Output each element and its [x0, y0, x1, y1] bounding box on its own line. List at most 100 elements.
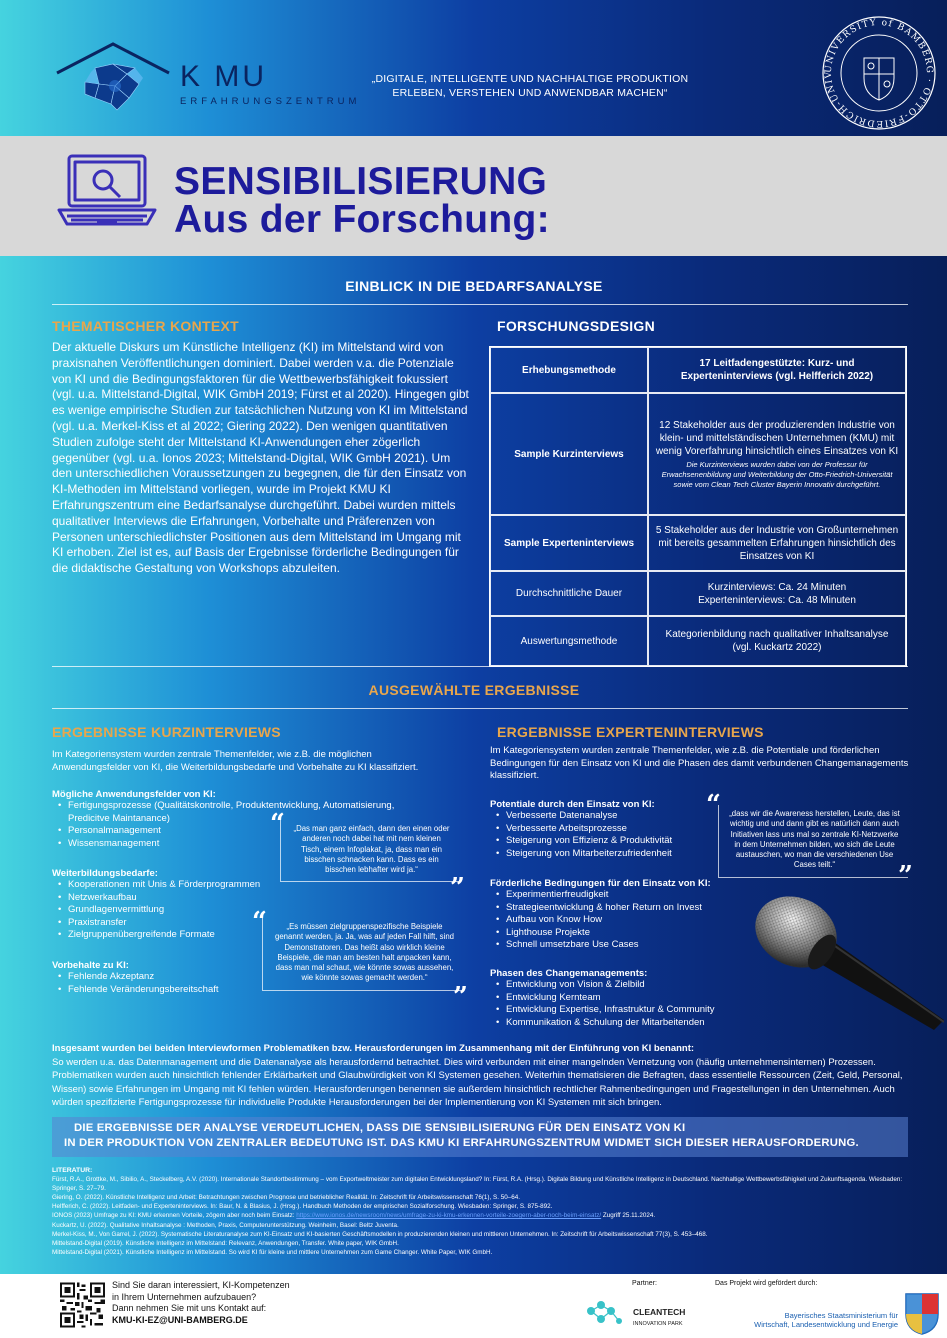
list-item: Entwicklung Expertise, Infrastruktur & C… — [490, 1004, 750, 1017]
list-item: Strategieentwicklung & hoher Return on I… — [490, 902, 750, 915]
quote-experten: „dass wir die Awareness herstellen, Leut… — [718, 805, 908, 878]
list-item: Aufbau von Know How — [490, 914, 750, 927]
list-item: Steigerung von Mitarbeiterzufriedenheit — [490, 848, 720, 861]
literatur-item: IONOS (2023) Umfrage zu KI: KMU erkennen… — [52, 1211, 908, 1220]
summary: Insgesamt wurden bei beiden Interviewfor… — [52, 1042, 908, 1110]
table-cell-value: Kurzinterviews: Ca. 24 Minuten Experteni… — [648, 571, 906, 616]
ministry-name: Bayerisches Staatsministerium für Wirtsc… — [748, 1311, 898, 1329]
list-item: Zielgruppenübergreifende Formate — [52, 929, 352, 942]
quote-close-icon: ” — [898, 861, 913, 891]
cell-note: Die Kurzinterviews wurden dabei von der … — [661, 459, 893, 489]
list-title: Potentiale durch den Einsatz von KI: — [490, 799, 655, 810]
conclusion-banner: DIE ERGEBNISSE DER ANALYSE VERDEUTLICHEN… — [52, 1117, 908, 1157]
table-cell-value: 12 Stakeholder aus der produzierenden In… — [648, 393, 906, 515]
list-title: Förderliche Bedingungen für den Einsatz … — [490, 878, 711, 889]
experteninterviews-intro: Im Kategoriensystem wurden zentrale Them… — [490, 745, 909, 781]
ionos-link[interactable]: https://www.ionos.de/newsroom/news/umfra… — [296, 1212, 602, 1220]
list-item: Kommunikation & Schulung der Mitarbeiten… — [490, 1017, 750, 1030]
cleantech-line-1: CLEANTECH — [633, 1307, 685, 1317]
list-title: Mögliche Anwendungsfelder von KI: — [52, 789, 216, 800]
table-row: Durchschnittliche Dauer Kurzinterviews: … — [490, 571, 906, 616]
banner-line-2: IN DER PRODUKTION VON ZENTRALER BEDEUTUN… — [64, 1137, 859, 1149]
contact-info: Sind Sie daran interessiert, KI-Kompeten… — [112, 1280, 290, 1326]
summary-text: So werden u.a. das Datenmanagement und d… — [52, 1056, 903, 1109]
partner-label: Partner: — [632, 1280, 657, 1287]
list-item: Lighthouse Projekte — [490, 927, 750, 940]
logo-subtitle: ERFAHRUNGSZENTRUM — [180, 96, 361, 107]
table-cell-label: Auswertungsmethode — [490, 616, 648, 666]
forschungsdesign-heading: FORSCHUNGSDESIGN — [497, 318, 656, 334]
experteninterviews-heading: ERGEBNISSE EXPERTENINTERVIEWS — [497, 724, 764, 740]
contact-line: Sind Sie daran interessiert, KI-Kompeten… — [112, 1280, 290, 1290]
foerder-label: Das Projekt wird gefördert durch: — [715, 1280, 818, 1287]
qr-code-icon[interactable] — [60, 1281, 105, 1329]
quote-open-icon: “ — [252, 907, 267, 937]
divider — [52, 708, 908, 709]
table-cell-label: Sample Kurzinterviews — [490, 393, 648, 515]
foerderliche-bedingungen-list: Förderliche Bedingungen für den Einsatz … — [490, 878, 750, 952]
literatur-heading: LITERATUR: — [52, 1167, 93, 1174]
list-title: Weiterbildungsbedarfe: — [52, 868, 158, 879]
list-item: Verbesserte Datenanalyse — [490, 810, 720, 823]
kontext-heading: THEMATISCHER KONTEXT — [52, 318, 239, 334]
forschungsdesign-table: Erhebungsmethode 17 Leitfadengestützte: … — [489, 346, 907, 667]
bavaria-coat-of-arms-icon — [905, 1293, 939, 1335]
literatur-item: Mittelstand-Digital (2021). Künstliche I… — [52, 1248, 493, 1256]
list-item: Wissensmanagement — [52, 838, 432, 851]
poster-title-line-2: Aus der Forschung: — [174, 198, 550, 241]
quote-open-icon: “ — [270, 809, 285, 839]
quote-close-icon: ” — [450, 873, 465, 903]
summary-lead: Insgesamt wurden bei beiden Interviewfor… — [52, 1043, 695, 1054]
list-item: Netzwerkaufbau — [52, 892, 352, 905]
potentiale-list: Potentiale durch den Einsatz von KI: Ver… — [490, 799, 720, 860]
list-item: Personalmanagement — [52, 825, 432, 838]
laptop-search-icon — [57, 154, 157, 226]
literatur-item: Merkel-Kiss, M., Von Garrel, J. (2022). … — [52, 1230, 708, 1238]
list-item: Experimentierfreudigkeit — [490, 889, 750, 902]
kurzinterviews-heading: ERGEBNISSE KURZINTERVIEWS — [52, 724, 281, 740]
divider — [52, 304, 908, 305]
table-cell-label: Sample Experteninterviews — [490, 515, 648, 571]
table-cell-value: 5 Stakeholder aus der Industrie von Groß… — [648, 515, 906, 571]
banner-line-1: DIE ERGEBNISSE DER ANALYSE VERDEUTLICHEN… — [74, 1122, 686, 1134]
quote-open-icon: “ — [706, 790, 721, 820]
table-row: Sample Kurzinterviews 12 Stakeholder aus… — [490, 393, 906, 515]
literatur-item: Giering, O. (2022). Künstliche Intellige… — [52, 1194, 520, 1202]
quote-close-icon: ” — [453, 982, 468, 1012]
list-item: Fehlende Akzeptanz — [52, 971, 352, 984]
slogan-line-2: ERLEBEN, VERSTEHEN UND ANWENDBAR MACHEN“ — [392, 87, 668, 99]
poster-title-line-1: SENSIBILISIERUNG — [174, 160, 548, 203]
list-item: Entwicklung Kernteam — [490, 992, 750, 1005]
ministry-line: Bayerisches Staatsministerium für — [784, 1311, 898, 1320]
list-item: Verbesserte Arbeitsprozesse — [490, 823, 720, 836]
contact-line: Dann nehmen Sie mit uns Kontakt auf: — [112, 1303, 267, 1313]
literatur-item: Helfferich, C. (2022). Leitfaden- und Ex… — [52, 1203, 553, 1211]
changemanagement-list: Phasen des Changemanagements: Entwicklun… — [490, 968, 750, 1029]
list-item: Praxistransfer — [52, 917, 352, 930]
kurzinterviews-intro: Im Kategoriensystem wurden zentrale Them… — [52, 749, 419, 773]
ergebnisse-heading: AUSGEWÄHLTE ERGEBNISSE — [368, 682, 580, 698]
weiterbildungsbedarfe-list: Weiterbildungsbedarfe: Kooperationen mit… — [52, 868, 352, 942]
slogan-line-1: „DIGITALE, INTELLIGENTE UND NACHHALTIGE … — [371, 73, 689, 85]
list-item: Steigerung von Effizienz & Produktivität — [490, 835, 720, 848]
literatur-item: Fürst, R.A., Grottke, M., Sibilio, A., S… — [52, 1176, 903, 1193]
ionos-ref: IONOS (2023) Umfrage zu KI: KMU erkennen… — [52, 1212, 297, 1220]
poster-header: K MU ERFAHRUNGSZENTRUM „DIGITALE, INTELL… — [0, 0, 947, 135]
ionos-access: Zugriff 25.11.2024. — [601, 1212, 656, 1220]
quote-kurz-2: „Es müssen zielgruppenspezifische Beispi… — [262, 918, 464, 991]
literatur-item: Mittelstand-Digital (2019). Künstliche I… — [52, 1239, 399, 1247]
table-row: Auswertungsmethode Kategorienbildung nac… — [490, 616, 906, 666]
list-title: Phasen des Changemanagements: — [490, 968, 648, 979]
table-cell-value: Kategorienbildung nach qualitativer Inha… — [648, 616, 906, 666]
logo-kmu: K MU — [180, 60, 267, 93]
slogan: „DIGITALE, INTELLIGENTE UND NACHHALTIGE … — [360, 72, 700, 100]
title-band — [0, 136, 947, 256]
cleantech-line-2: INNOVATION PARK — [633, 1321, 683, 1327]
cleantech-logo-icon: CLEANTECH INNOVATION PARK — [587, 1301, 685, 1327]
contact-email[interactable]: KMU-KI-EZ@UNI-BAMBERG.DE — [112, 1314, 248, 1325]
list-item: Entwicklung von Vision & Zielbild — [490, 979, 750, 992]
quote-kurz-1: „Das man ganz einfach, dann den einen od… — [280, 820, 460, 883]
footer — [0, 1274, 947, 1338]
list-item: Fertigungsprozesse (Qualitätskontrolle, … — [52, 800, 432, 825]
divider — [52, 666, 908, 667]
